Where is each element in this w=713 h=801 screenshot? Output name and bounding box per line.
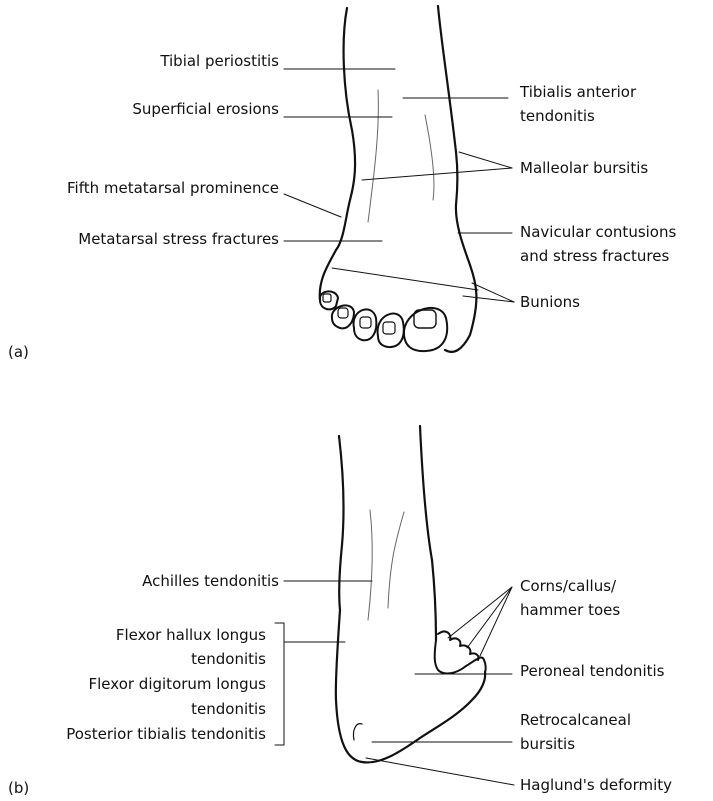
label-corns-line1: Corns/callus/ [520,575,616,597]
label-retrocalcaneal-line1: Retrocalcaneal [520,709,631,731]
label-flexor-hallux-line2: tendonitis [191,648,266,670]
label-posterior-tibialis: Posterior tibialis tendonitis [66,723,266,745]
label-corns-line2: hammer toes [520,599,620,621]
label-tibial-periostitis: Tibial periostitis [160,50,279,72]
label-peroneal-tendonitis: Peroneal tendonitis [520,660,664,682]
label-metatarsal-stress-fractures: Metatarsal stress fractures [78,228,279,250]
front-foot-drawing [320,6,478,352]
label-tibialis-anterior-line1: Tibialis anterior [520,81,636,103]
label-navicular-line2: and stress fractures [520,245,669,267]
label-tibialis-anterior-line2: tendonitis [520,105,595,127]
label-navicular-line1: Navicular contusions [520,221,676,243]
label-flexor-digitorum-line1: Flexor digitorum longus [89,673,266,695]
label-flexor-hallux-line1: Flexor hallux longus [116,624,266,646]
label-fifth-metatarsal-prominence: Fifth metatarsal prominence [67,177,279,199]
label-haglunds-deformity: Haglund's deformity [520,774,672,796]
label-bunions: Bunions [520,291,580,313]
panel-b-tag: (b) [8,779,29,797]
label-superficial-erosions: Superficial erosions [132,98,279,120]
label-achilles-tendonitis: Achilles tendonitis [142,570,279,592]
label-flexor-digitorum-line2: tendonitis [191,698,266,720]
label-malleolar-bursitis: Malleolar bursitis [520,157,648,179]
side-foot-drawing [336,426,486,762]
panel-a-tag: (a) [8,343,29,361]
panel-a-leader-lines [284,69,514,302]
label-retrocalcaneal-line2: bursitis [520,733,575,755]
